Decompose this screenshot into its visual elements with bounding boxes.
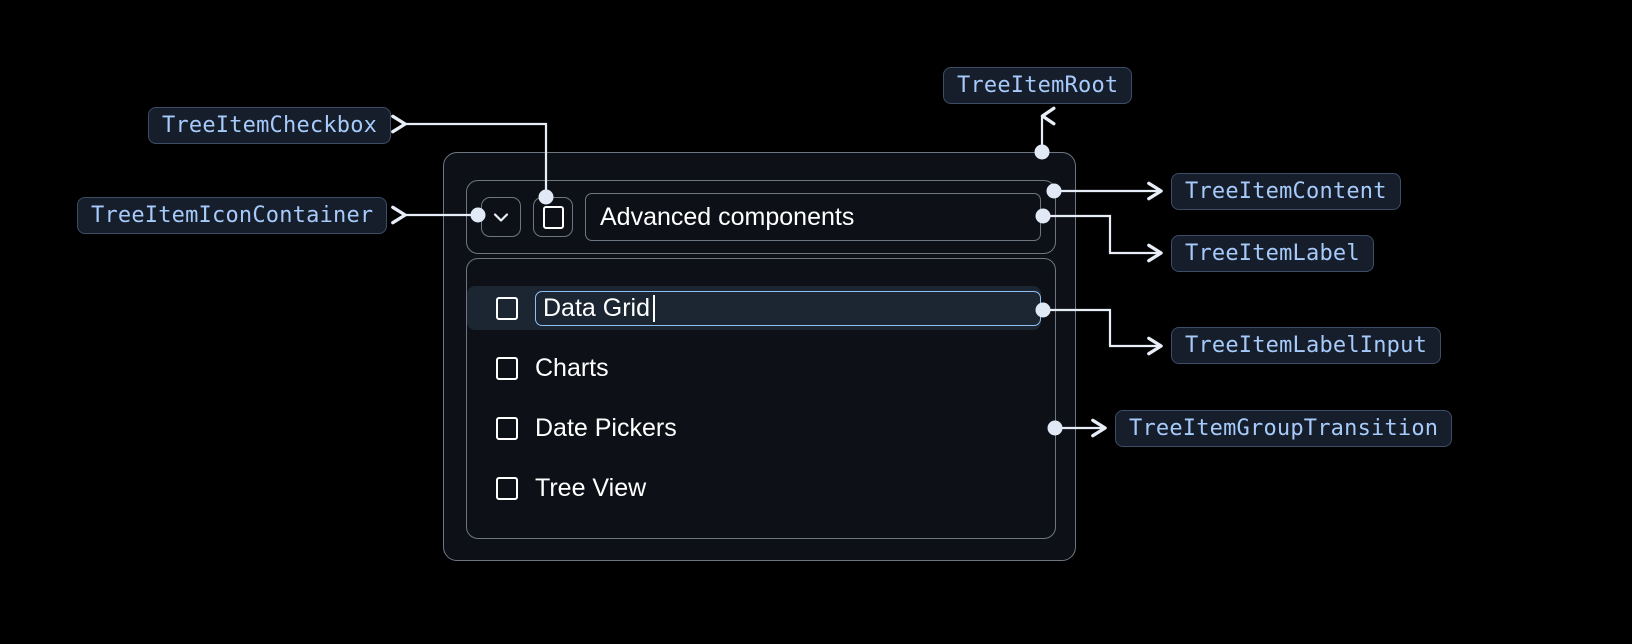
text-caret (652, 294, 655, 322)
checkbox-unchecked-icon[interactable] (496, 296, 518, 320)
checkbox-unchecked-icon (542, 205, 564, 229)
annotation-chip-tree-item-root: TreeItemRoot (943, 67, 1133, 104)
tree-item-content-box[interactable]: Advanced components (466, 180, 1056, 254)
tree-item-label-input-value: Data Grid (543, 293, 650, 322)
tree-item-label-text: Advanced components (600, 202, 855, 231)
tree-item-label-text: Tree View (535, 473, 647, 502)
tree-item-row-tree-view[interactable]: Tree View (467, 466, 1055, 510)
tree-item-icon-container-box[interactable] (481, 197, 521, 237)
tree-item-label-text: Charts (535, 353, 609, 382)
annotation-chip-tree-item-content: TreeItemContent (1171, 173, 1401, 210)
checkbox-unchecked-icon[interactable] (496, 356, 518, 380)
tree-item-group-transition-box: Data Grid Charts Date Pickers Tree View (466, 258, 1056, 539)
annotation-chip-tree-item-label-input: TreeItemLabelInput (1171, 327, 1442, 364)
checkbox-unchecked-icon[interactable] (496, 476, 518, 500)
tree-item-label-box[interactable]: Advanced components (585, 193, 1041, 241)
tree-item-row-date-pickers[interactable]: Date Pickers (467, 406, 1055, 450)
tree-item-checkbox-box[interactable] (533, 197, 573, 237)
annotation-chip-tree-item-label: TreeItemLabel (1171, 235, 1374, 272)
tree-item-label-input-field[interactable]: Data Grid (535, 290, 1041, 326)
annotation-chip-tree-item-group-transition: TreeItemGroupTransition (1115, 410, 1453, 447)
tree-item-row-data-grid[interactable]: Data Grid (467, 286, 1041, 330)
tree-item-row-charts[interactable]: Charts (467, 346, 1055, 390)
checkbox-unchecked-icon[interactable] (496, 416, 518, 440)
annotation-chip-tree-item-checkbox: TreeItemCheckbox (148, 107, 392, 144)
chevron-down-icon (489, 205, 513, 229)
tree-item-label-text: Date Pickers (535, 413, 677, 442)
annotation-chip-tree-item-icon-container: TreeItemIconContainer (77, 197, 388, 234)
